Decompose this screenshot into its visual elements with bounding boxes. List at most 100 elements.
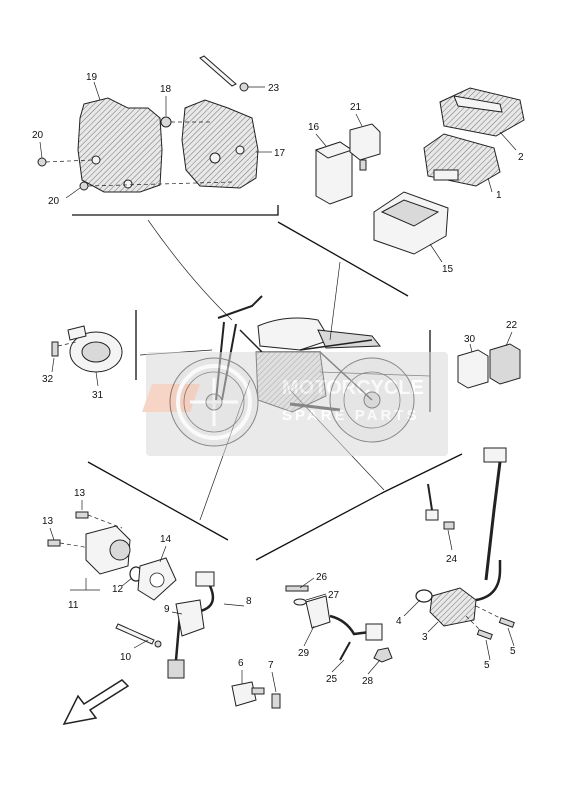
group-bracket bbox=[277, 221, 409, 297]
sensor-3[interactable] bbox=[429, 587, 477, 627]
pointer-to-ecu-cover bbox=[147, 219, 233, 321]
switch-6-tip bbox=[251, 687, 265, 695]
sensor-21[interactable] bbox=[349, 123, 381, 161]
callout-27: 27 bbox=[328, 590, 340, 601]
leader-3 bbox=[427, 621, 439, 633]
leader-20 bbox=[39, 141, 43, 159]
callout-6: 6 bbox=[238, 658, 244, 669]
bolt-24[interactable] bbox=[443, 521, 455, 530]
bolt-13-upper[interactable] bbox=[75, 511, 89, 519]
callout-4: 4 bbox=[396, 616, 402, 627]
group-bracket bbox=[72, 205, 279, 216]
sensor-24-head bbox=[425, 509, 439, 521]
assembly-line bbox=[475, 605, 501, 619]
band-23[interactable] bbox=[199, 55, 237, 87]
lower-right-group bbox=[383, 447, 515, 661]
callout-12: 12 bbox=[112, 584, 124, 595]
connector-8[interactable] bbox=[195, 571, 215, 587]
callout-5b: 5 bbox=[510, 646, 516, 657]
callout-13b: 13 bbox=[42, 516, 54, 527]
ecu-module-group bbox=[277, 87, 525, 297]
watermark-logo-tab bbox=[142, 384, 200, 412]
callout-22: 22 bbox=[506, 320, 518, 331]
seat bbox=[317, 329, 382, 349]
bolt-32[interactable] bbox=[51, 341, 59, 357]
watermark-line1: MOTORCYCLE bbox=[282, 377, 424, 399]
bracket-29[interactable] bbox=[305, 595, 331, 629]
control-unit-15-top bbox=[380, 199, 440, 227]
callout-2: 2 bbox=[518, 152, 524, 163]
callout-28: 28 bbox=[362, 676, 374, 687]
washer-7[interactable] bbox=[271, 693, 281, 709]
actuator-11[interactable] bbox=[85, 525, 131, 575]
leader-16 bbox=[315, 133, 327, 147]
bolt-5-right[interactable] bbox=[498, 617, 515, 628]
leader-29 bbox=[303, 625, 315, 647]
washer-27[interactable] bbox=[293, 598, 307, 606]
cable-24 bbox=[427, 483, 433, 511]
screw-20-lower[interactable] bbox=[79, 181, 89, 191]
ecu-cover-right[interactable] bbox=[181, 99, 259, 189]
band-10[interactable] bbox=[115, 623, 155, 645]
watermark-box bbox=[146, 352, 448, 456]
leader-19 bbox=[93, 81, 101, 101]
leader-28 bbox=[367, 659, 381, 675]
front-direction-arrow-icon bbox=[62, 679, 130, 726]
callout-3: 3 bbox=[422, 632, 428, 643]
callout-30: 30 bbox=[464, 334, 476, 345]
callout-9: 9 bbox=[164, 604, 170, 615]
callout-25: 25 bbox=[326, 674, 338, 685]
callout-11: 11 bbox=[68, 600, 79, 611]
relay-30[interactable] bbox=[457, 349, 489, 389]
leader-5b bbox=[507, 627, 515, 647]
relay-group bbox=[429, 330, 521, 412]
horn-31-center bbox=[81, 341, 111, 363]
callout-24: 24 bbox=[446, 554, 458, 565]
switch-6[interactable] bbox=[231, 681, 257, 707]
leader-8 bbox=[223, 603, 245, 607]
cover-boss bbox=[91, 155, 101, 165]
cover-boss bbox=[235, 145, 245, 155]
callout-14: 14 bbox=[160, 534, 172, 545]
nut-23[interactable] bbox=[239, 82, 249, 92]
bolt-5-left[interactable] bbox=[476, 629, 493, 640]
bolt-13-lower[interactable] bbox=[47, 539, 61, 547]
leader-7 bbox=[271, 671, 277, 693]
leader-24 bbox=[447, 529, 453, 551]
bracket-9[interactable] bbox=[175, 599, 205, 637]
watermark-line2: SPARE PARTS bbox=[282, 407, 419, 424]
ecu-2[interactable] bbox=[439, 87, 525, 137]
leader-10 bbox=[133, 639, 149, 649]
leader-26 bbox=[299, 577, 315, 589]
ecu-cover-left[interactable] bbox=[77, 97, 163, 193]
pointer-to-module bbox=[329, 261, 341, 341]
bolt-26[interactable] bbox=[285, 585, 309, 592]
cover-boss bbox=[123, 179, 133, 189]
callout-29: 29 bbox=[298, 648, 310, 659]
leader-14 bbox=[159, 545, 167, 563]
leader-32 bbox=[51, 357, 55, 373]
callout-17: 17 bbox=[274, 148, 286, 159]
leader-31 bbox=[95, 371, 99, 387]
horn-group bbox=[51, 310, 137, 387]
band-10-head bbox=[154, 640, 162, 648]
lower-left-group bbox=[47, 461, 281, 709]
leader-5 bbox=[485, 639, 491, 661]
callout-31: 31 bbox=[92, 390, 104, 401]
assembly-line bbox=[45, 159, 93, 163]
callout-20b: 20 bbox=[48, 196, 60, 207]
cover-boss bbox=[209, 152, 221, 164]
gasket-14-hole bbox=[149, 572, 165, 588]
callout-26: 26 bbox=[316, 572, 328, 583]
callout-13a: 13 bbox=[74, 488, 86, 499]
relay-22[interactable] bbox=[489, 343, 521, 385]
screw-20-upper[interactable] bbox=[37, 157, 47, 167]
sensor-21-pin bbox=[359, 159, 367, 171]
group-bracket bbox=[255, 491, 385, 561]
watermark: MOTORCYCLE SPARE PARTS bbox=[142, 352, 448, 456]
sensor-25[interactable] bbox=[365, 623, 383, 641]
o-ring-4[interactable] bbox=[415, 589, 433, 603]
nut-28[interactable] bbox=[373, 647, 393, 663]
leader-12 bbox=[121, 577, 133, 587]
screw-18[interactable] bbox=[160, 116, 172, 128]
